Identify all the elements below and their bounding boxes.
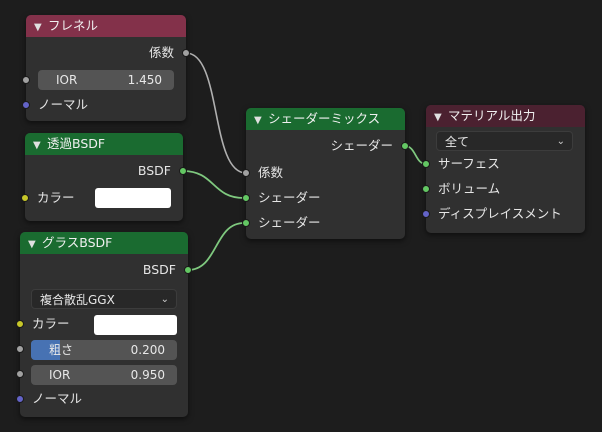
fresnel-input-normal: ノーマル <box>26 95 186 115</box>
mix-output-shader: シェーダー <box>246 136 405 156</box>
field-value: 0.950 <box>130 368 165 382</box>
socket-label: シェーダー <box>258 215 321 230</box>
glass-input-normal: ノーマル <box>20 389 188 409</box>
glass-ior-field[interactable]: IOR 0.950 <box>31 365 177 385</box>
glass-color-input-socket[interactable] <box>16 320 24 328</box>
socket-label: BSDF <box>137 163 171 178</box>
glass-ior-input-socket[interactable] <box>16 370 24 378</box>
field-value: 0.200 <box>130 343 165 357</box>
glass-bsdf-node[interactable]: ▼ グラスBSDF BSDF 複合散乱GGX ⌄ カラー 粗さ 0.200 IOR… <box>16 232 192 417</box>
glass-input-color: カラー <box>20 314 188 334</box>
glass-bsdf-node-header[interactable]: ▼ グラスBSDF <box>20 232 188 254</box>
wire-transparent-bsdf-to-mix-shader1 <box>182 170 245 199</box>
dropdown-value: 複合散乱GGX <box>40 293 115 307</box>
socket-label: カラー <box>37 190 75 205</box>
transparent-bsdf-output-socket[interactable] <box>179 167 187 175</box>
socket-label: ボリューム <box>438 181 501 196</box>
dropdown-value: 全て <box>445 135 470 149</box>
node-title: グラスBSDF <box>42 235 113 250</box>
node-title: シェーダーミックス <box>268 111 381 126</box>
roughness-fill <box>31 340 61 360</box>
mix-input-shader1: シェーダー <box>246 188 405 208</box>
glass-roughness-input-socket[interactable] <box>16 345 24 353</box>
glass-roughness-slider[interactable]: 粗さ 0.200 <box>31 340 177 360</box>
mix-shader-node[interactable]: ▼ シェーダーミックス シェーダー 係数 シェーダー シェーダー <box>242 108 409 239</box>
field-value: 1.450 <box>127 73 162 87</box>
socket-label: 係数 <box>258 165 284 180</box>
output-input-displacement: ディスプレイスメント <box>426 204 585 224</box>
mix-shader-output-socket[interactable] <box>401 142 409 150</box>
mix-input-fac: 係数 <box>246 163 405 183</box>
output-target-dropdown[interactable]: 全て ⌄ <box>436 131 573 151</box>
transparent-output-bsdf: BSDF <box>25 161 183 181</box>
chevron-down-icon[interactable]: ▼ <box>434 112 442 123</box>
transparent-color-input-socket[interactable] <box>21 194 29 202</box>
socket-label: シェーダー <box>258 190 321 205</box>
node-title: フレネル <box>48 18 99 33</box>
chevron-down-icon[interactable]: ▼ <box>28 239 36 250</box>
fresnel-normal-input-socket[interactable] <box>22 101 30 109</box>
node-title: 透過BSDF <box>47 136 106 151</box>
output-volume-input-socket[interactable] <box>422 185 430 193</box>
fresnel-fac-output-socket[interactable] <box>182 49 190 57</box>
fresnel-node-header[interactable]: ▼ フレネル <box>26 15 186 37</box>
socket-label: ディスプレイスメント <box>438 206 562 221</box>
transparent-color-swatch[interactable] <box>95 188 171 208</box>
field-label: IOR <box>49 368 71 382</box>
field-label: IOR <box>56 73 78 87</box>
socket-label: サーフェス <box>438 156 500 171</box>
socket-label: BSDF <box>142 262 176 277</box>
output-input-volume: ボリューム <box>426 179 585 199</box>
fresnel-node[interactable]: ▼ フレネル 係数 IOR 1.450 ノーマル <box>22 15 190 121</box>
material-output-node-header[interactable]: ▼ マテリアル出力 <box>426 105 585 127</box>
mix-shader-node-header[interactable]: ▼ シェーダーミックス <box>246 108 405 130</box>
fresnel-ior-input-socket[interactable] <box>22 76 30 84</box>
chevron-down-icon[interactable]: ▼ <box>33 140 41 151</box>
glass-color-swatch[interactable] <box>94 315 177 335</box>
transparent-bsdf-node[interactable]: ▼ 透過BSDF BSDF カラー <box>21 133 187 221</box>
output-displacement-input-socket[interactable] <box>422 210 430 218</box>
wire-glass-bsdf-to-mix-shader2 <box>187 222 245 271</box>
socket-label: シェーダー <box>330 138 393 153</box>
transparent-input-color: カラー <box>25 188 183 208</box>
node-title: マテリアル出力 <box>448 108 536 123</box>
glass-bsdf-output-socket[interactable] <box>184 266 192 274</box>
socket-label: 係数 <box>148 45 174 60</box>
fresnel-ior-field[interactable]: IOR 1.450 <box>38 70 174 90</box>
chevron-down-icon[interactable]: ▼ <box>34 22 42 33</box>
chevron-down-icon: ⌄ <box>160 294 169 305</box>
material-output-node[interactable]: ▼ マテリアル出力 全て ⌄ サーフェス ボリューム ディスプレイスメント <box>422 105 585 233</box>
field-label: 粗さ <box>49 343 74 357</box>
glass-normal-input-socket[interactable] <box>16 395 24 403</box>
chevron-down-icon[interactable]: ▼ <box>254 115 262 126</box>
transparent-bsdf-node-header[interactable]: ▼ 透過BSDF <box>25 133 183 155</box>
socket-label: カラー <box>32 316 70 331</box>
mix-input-shader2: シェーダー <box>246 213 405 233</box>
socket-label: ノーマル <box>38 97 89 112</box>
glass-output-bsdf: BSDF <box>20 260 188 280</box>
fresnel-output-fac: 係数 <box>26 43 186 63</box>
output-input-surface: サーフェス <box>426 154 585 174</box>
chevron-down-icon: ⌄ <box>556 136 565 147</box>
wire-fresnel-fac-to-mix-fac <box>185 52 247 174</box>
socket-label: ノーマル <box>32 391 83 406</box>
glass-distribution-dropdown[interactable]: 複合散乱GGX ⌄ <box>31 289 177 309</box>
